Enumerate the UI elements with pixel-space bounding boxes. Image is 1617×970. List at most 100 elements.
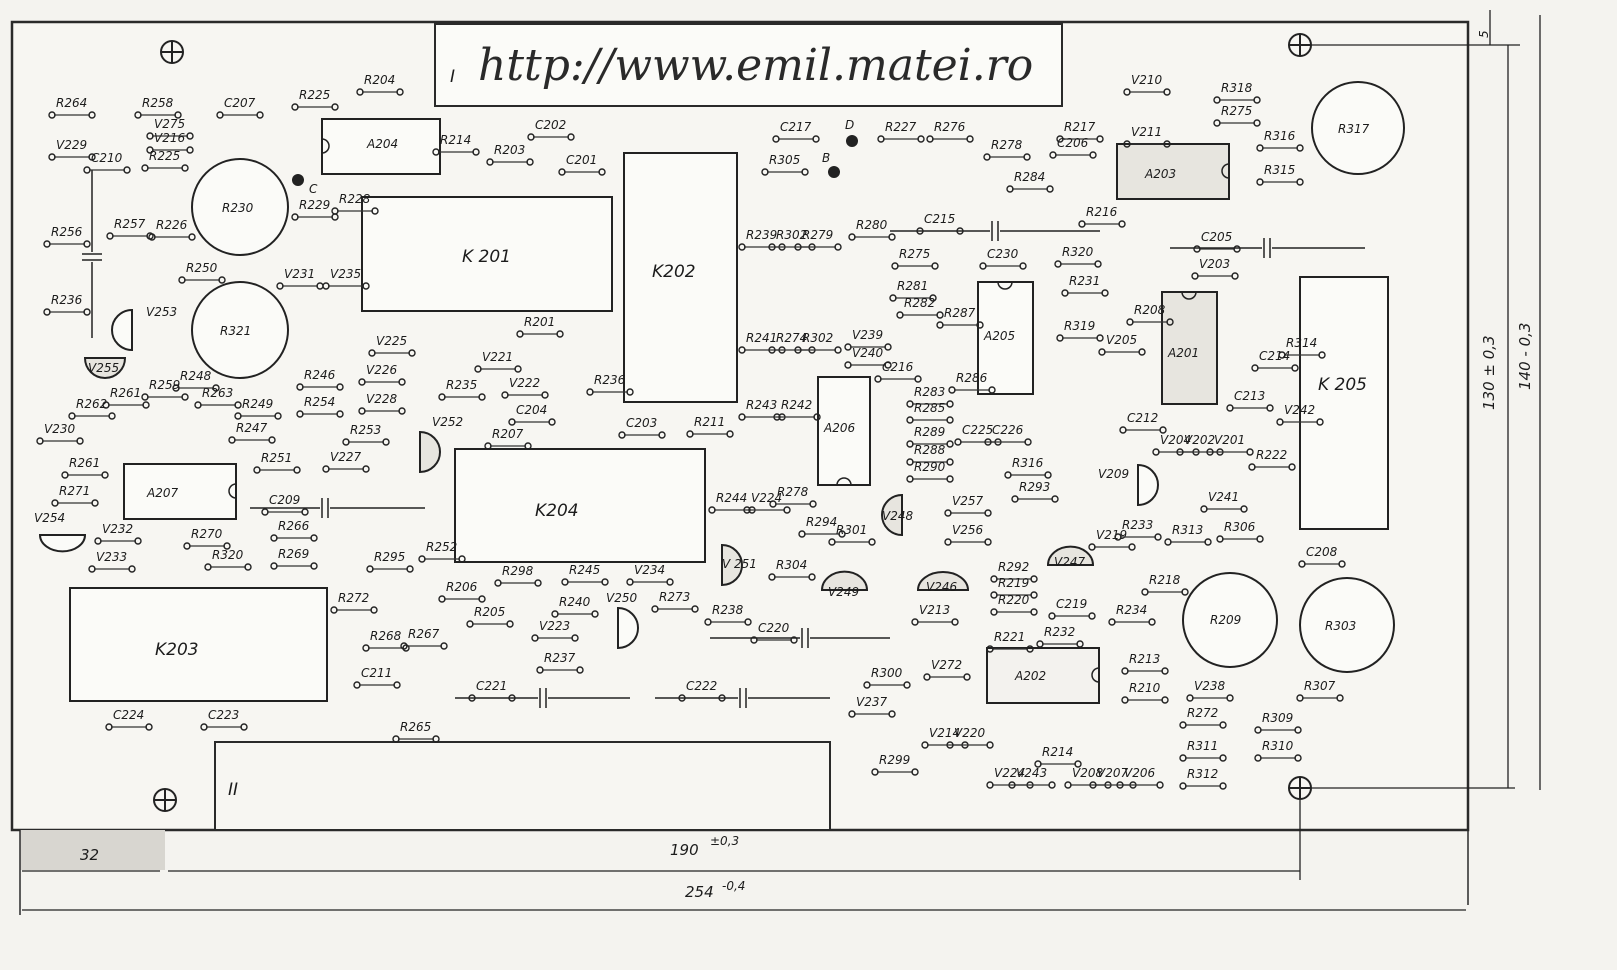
- component-r208: R208: [1126, 303, 1174, 326]
- component-label: R293: [1019, 480, 1050, 494]
- component-label: R257: [114, 217, 146, 231]
- ic-a207: [123, 463, 237, 520]
- component-label: R272: [338, 591, 369, 605]
- component-label: V231: [284, 267, 315, 281]
- component-label: R237: [544, 651, 576, 665]
- component-r316: R316: [1004, 456, 1052, 479]
- component-c219: C219: [1048, 597, 1096, 620]
- component-label: C230: [987, 247, 1019, 261]
- component-label: R299: [879, 753, 910, 767]
- component-c215: C215: [916, 212, 964, 235]
- mounting-hole-1: [160, 40, 184, 64]
- component-r320: R320: [204, 548, 252, 571]
- component-label: R248: [180, 369, 212, 383]
- component-r204: R204: [356, 73, 404, 96]
- transistor-v209-label: V209: [1098, 467, 1129, 481]
- component-label: R292: [998, 560, 1029, 574]
- block-k203-label: K203: [155, 640, 199, 660]
- component-label: R208: [1134, 303, 1166, 317]
- ic-a204-label: A204: [366, 137, 398, 151]
- component-label: V239: [852, 328, 883, 342]
- component-r264: R264: [48, 96, 96, 119]
- component-label: R272: [1187, 706, 1218, 720]
- component-label: C223: [208, 708, 239, 722]
- pot-r230-label: R230: [222, 201, 254, 215]
- component-label: C205: [1201, 230, 1232, 244]
- transistor-v246-label: V246: [926, 580, 957, 594]
- block-k201: [361, 196, 613, 312]
- component-label: R220: [998, 593, 1030, 607]
- transistor-v251: [721, 543, 743, 587]
- component-label: R246: [304, 368, 336, 382]
- component-v241: V241: [1200, 490, 1248, 513]
- component-r205: R205: [466, 605, 514, 628]
- component-r292: R292: [990, 560, 1038, 583]
- component-label: V223: [539, 619, 570, 633]
- component-label: R240: [559, 595, 591, 609]
- dimension-254: 254: [685, 883, 714, 901]
- connector-ii-outline: [214, 741, 831, 831]
- transistor-v246: [916, 571, 970, 591]
- component-label: R294: [806, 515, 837, 529]
- component-r272: R272: [330, 591, 378, 614]
- component-label: R271: [59, 484, 90, 498]
- component-v233: V233: [88, 550, 136, 573]
- component-r273: R273: [651, 590, 699, 613]
- component-label: R312: [1187, 767, 1218, 781]
- board-bottom-strip: [20, 830, 165, 870]
- component-r261: R261: [61, 456, 109, 479]
- point-c-label: C: [309, 182, 318, 196]
- mounting-hole-2: [1288, 33, 1312, 57]
- component-c208: C208: [1298, 545, 1346, 568]
- component-r217: R217: [1056, 120, 1104, 143]
- component-r276: R276: [926, 120, 974, 143]
- component-v230: V230: [36, 422, 84, 445]
- component-r315: R315: [1256, 163, 1304, 186]
- component-r258: R258: [134, 96, 182, 119]
- component-label: C202: [535, 118, 566, 132]
- component-label: R227: [885, 120, 917, 134]
- component-c201: C201: [558, 153, 606, 176]
- component-label: C203: [626, 416, 657, 430]
- component-label: R219: [998, 576, 1029, 590]
- component-r236: R236: [586, 373, 634, 396]
- component-r256: R256: [43, 225, 91, 248]
- component-r254: R254: [296, 395, 344, 418]
- ic-a202-label: A202: [1014, 669, 1046, 683]
- component-r309: R309: [1254, 711, 1302, 734]
- transistor-v250-label: V250: [606, 591, 637, 605]
- component-c206: C206: [1049, 136, 1097, 159]
- ic-a203-label: A203: [1144, 167, 1176, 181]
- component-label: V208: [1072, 766, 1103, 780]
- component-label: V213: [919, 603, 950, 617]
- component-v224: V224: [986, 766, 1034, 789]
- component-label: R264: [56, 96, 87, 110]
- component-r271: R271: [51, 484, 99, 507]
- component-v214: V214: [921, 726, 969, 749]
- component-r267: R267: [400, 627, 448, 650]
- component-c202: C202: [527, 118, 575, 141]
- component-label: V241: [1208, 490, 1239, 504]
- component-c216: C216: [874, 360, 922, 383]
- component-label: R201: [524, 315, 555, 329]
- component-r235: R235: [438, 378, 486, 401]
- component-r284: R284: [1006, 170, 1054, 193]
- component-c204: C204: [508, 403, 556, 426]
- component-c209: C209: [261, 493, 309, 516]
- component-r231: R231: [1061, 274, 1109, 297]
- component-label: R318: [1221, 81, 1253, 95]
- component-r301: R301: [828, 523, 876, 546]
- block-k201-label: K 201: [462, 247, 511, 267]
- pot-r303: [1299, 577, 1395, 673]
- component-label: C215: [924, 212, 955, 226]
- component-v204: V204: [1152, 433, 1200, 456]
- component-label: C220: [758, 621, 790, 635]
- component-label: R261: [69, 456, 100, 470]
- component-r320: R320: [1054, 245, 1102, 268]
- component-r227: R227: [877, 120, 925, 143]
- transistor-v248-label: V248: [882, 509, 913, 523]
- component-r233: R233: [1114, 518, 1162, 541]
- pot-r321: [191, 281, 289, 379]
- component-label: R228: [339, 192, 371, 206]
